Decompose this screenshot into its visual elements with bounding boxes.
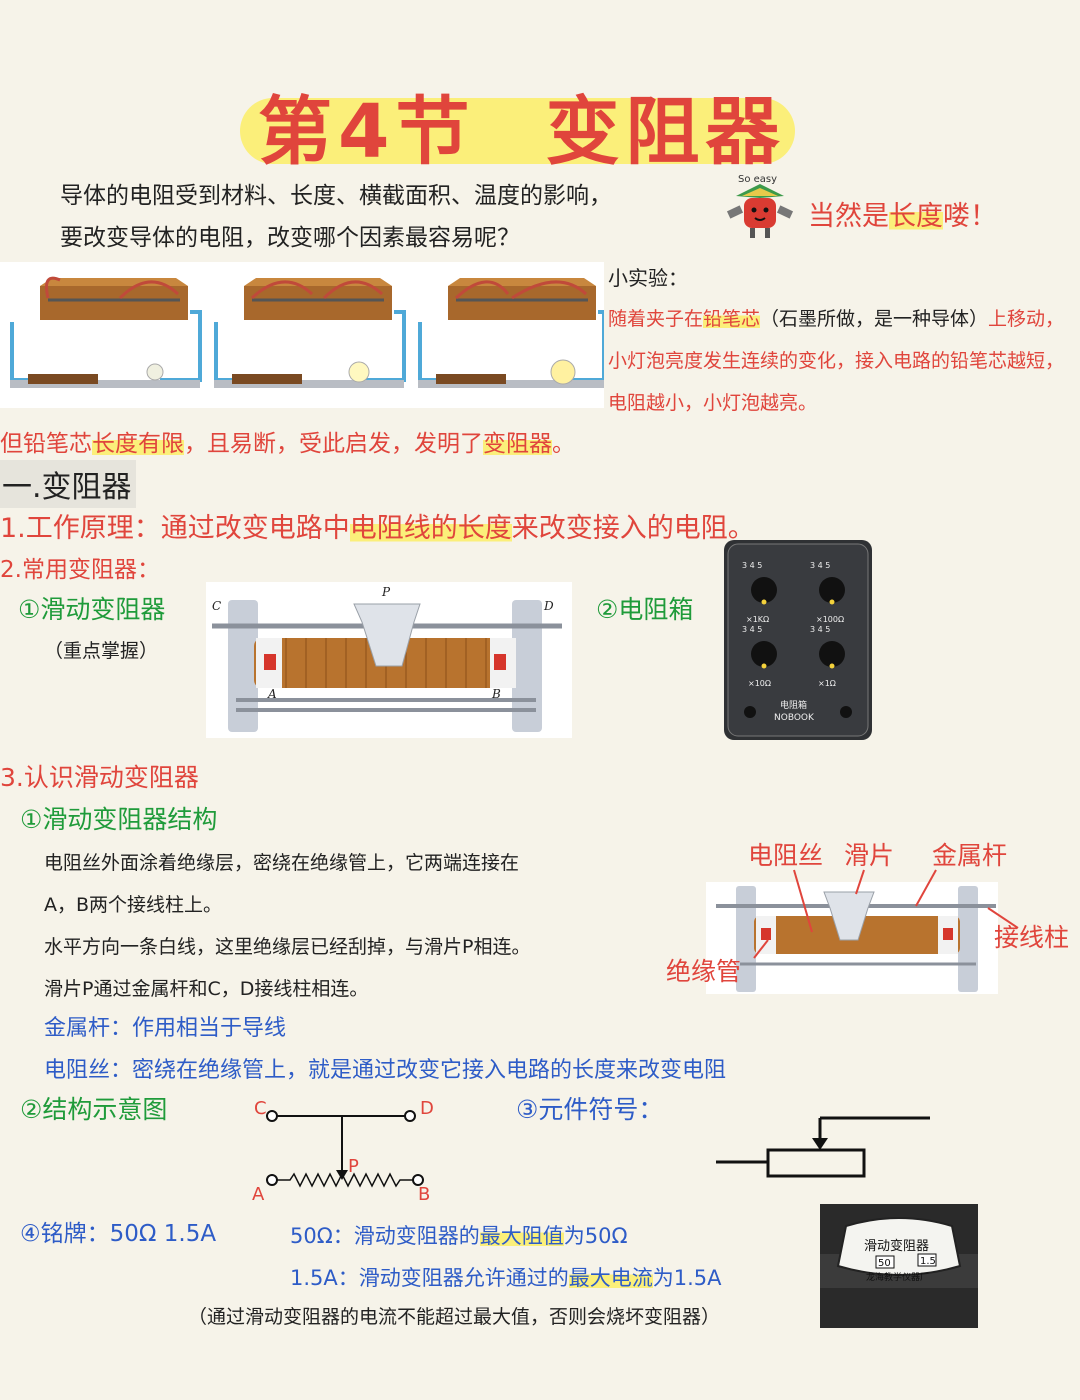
symbol-title: ③元件符号：	[516, 1095, 664, 1124]
resistance-box-name: 电阻箱	[780, 699, 807, 711]
resistance-box-brand: NOBOOK	[774, 713, 815, 723]
pencil-lead-experiment-image	[0, 262, 606, 408]
structure-line-4: 滑片P通过金属杆和C，D接线柱相连。	[44, 978, 369, 1000]
dial-label-1k: ×1KΩ	[746, 615, 769, 624]
title-highlight	[240, 98, 795, 164]
structure-description: 电阻丝外面涂着绝缘层，密绕在绝缘管上，它两端连接在 A，B两个接线柱上。 水平方…	[44, 842, 530, 1010]
svg-text:3 4 5: 3 4 5	[742, 561, 762, 570]
svg-text:3 4 5: 3 4 5	[742, 625, 762, 634]
intro-text: 导体的电阻受到材料、长度、横截面积、温度的影响， 要改变导体的电阻，改变哪个因素…	[60, 175, 612, 259]
working-principle: 1.工作原理：通过改变电路中电阻线的长度来改变接入的电阻。	[0, 513, 755, 544]
max-current-note: 1.5A：滑动变阻器允许通过的最大电流为1.5A	[290, 1266, 722, 1290]
mascot-icon: So easy	[722, 174, 798, 246]
intro-line-1: 导体的电阻受到材料、长度、横截面积、温度的影响，	[60, 183, 612, 209]
labeled-rheostat-diagram: 电阻丝 滑片 金属杆 接线柱 绝缘管	[666, 836, 1076, 996]
summary-text: 但铅笔芯长度有限，且易断，受此启发，发明了变阻器。	[0, 431, 575, 457]
sliding-rheostat-label: ①滑动变阻器	[18, 595, 166, 624]
max-resistance-note: 50Ω：滑动变阻器的最大阻值为50Ω	[290, 1224, 628, 1248]
dial-label-10: ×10Ω	[748, 679, 771, 688]
sliding-rheostat-image: P C D A B	[206, 582, 572, 738]
title-block: 第4节变阻器	[240, 72, 800, 175]
resistance-wire-note: 电阻丝：密绕在绝缘管上，就是通过改变它接入电路的长度来改变电阻	[44, 1058, 727, 1083]
plate-title: 滑动变阻器	[864, 1238, 929, 1254]
experiment-label: 小实验：	[608, 266, 688, 290]
schematic-title: ②结构示意图	[20, 1095, 168, 1124]
schematic-label-p: P	[348, 1156, 359, 1177]
rheostat-label-a: A	[267, 687, 277, 701]
structure-line-3: 水平方向一条白线，这里绝缘层已经刮掉，与滑片P相连。	[44, 936, 531, 958]
rheostat-label-c: C	[212, 599, 221, 613]
mascot-caption: So easy	[738, 174, 778, 185]
section-heading: 一.变阻器	[0, 460, 136, 508]
structure-line-1: 电阻丝外面涂着绝缘层，密绕在绝缘管上，它两端连接在	[44, 852, 520, 874]
schematic-label-a: A	[252, 1184, 265, 1202]
experiment-text: 随着夹子在铅笔芯（石墨所做，是一种导体）上移动，小灯泡亮度发生连续的变化，接入电…	[608, 308, 1065, 414]
overcurrent-warning: （通过滑动变阻器的电流不能超过最大值，否则会烧坏变阻器）	[188, 1306, 721, 1328]
answer-text: 当然是长度喽！	[808, 201, 997, 232]
page-title: 第4节变阻器	[258, 89, 786, 175]
svg-text:3 4 5: 3 4 5	[810, 561, 830, 570]
plate-value-ohm: 50	[878, 1258, 891, 1269]
metal-rod-note: 金属杆：作用相当于导线	[44, 1016, 287, 1041]
label-terminal: 接线柱	[994, 923, 1070, 952]
schematic-label-c: C	[254, 1098, 267, 1119]
nameplate-label: ④铭牌：50Ω 1.5A	[20, 1221, 217, 1247]
label-resistance-wire: 电阻丝	[748, 841, 824, 870]
structure-line-2: A，B两个接线柱上。	[44, 894, 223, 916]
structure-title: ①滑动变阻器结构	[20, 805, 218, 834]
structure-schematic: C D A B P	[250, 1092, 450, 1205]
resistance-box-image: 3 4 5 3 4 5 3 4 5 3 4 5 ×1KΩ ×100Ω ×10Ω ×1…	[724, 540, 872, 740]
nameplate-photo: 滑动变阻器 50 1.5 龙海教学仪器厂	[820, 1204, 978, 1328]
plate-maker: 龙海教学仪器厂	[866, 1271, 929, 1283]
dial-label-100: ×100Ω	[816, 615, 844, 624]
schematic-label-d: D	[420, 1098, 434, 1119]
resistance-box-label: ②电阻箱	[596, 595, 694, 624]
component-notes: 金属杆：作用相当于导线 电阻丝：密绕在绝缘管上，就是通过改变它接入电路的长度来改…	[44, 1008, 726, 1092]
rheostat-label-b: B	[491, 687, 501, 701]
section-3-heading: 3.认识滑动变阻器	[0, 763, 199, 792]
rheostat-circuit-symbol	[712, 1110, 936, 1184]
rheostat-label-d: D	[543, 599, 554, 613]
schematic-label-b: B	[418, 1184, 430, 1202]
label-insulating-tube: 绝缘管	[666, 957, 742, 986]
key-point-note: （重点掌握）	[44, 640, 159, 662]
label-metal-rod: 金属杆	[932, 841, 1008, 870]
common-rheostats-label: 2.常用变阻器：	[0, 557, 160, 583]
intro-line-2: 要改变导体的电阻，改变哪个因素最容易呢？	[60, 225, 520, 251]
dial-label-1: ×1Ω	[818, 679, 836, 688]
svg-text:3 4 5: 3 4 5	[810, 625, 830, 634]
label-slider: 滑片	[844, 841, 895, 870]
rheostat-label-p: P	[381, 585, 391, 599]
plate-value-amp: 1.5	[920, 1256, 936, 1267]
